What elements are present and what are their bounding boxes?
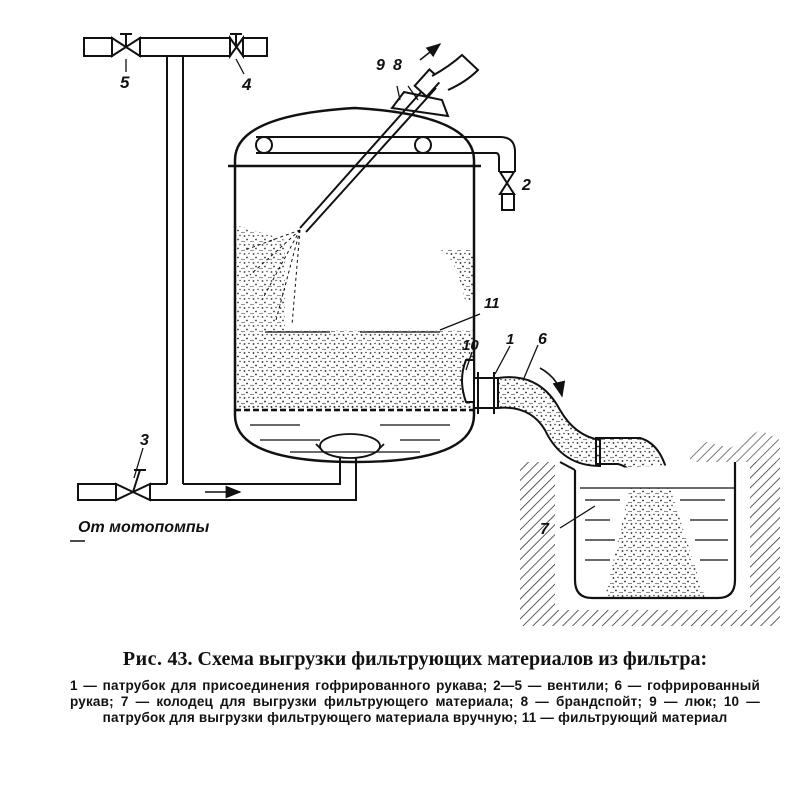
label-7: 7 <box>540 521 550 538</box>
connection-pipe-1 <box>473 372 499 414</box>
label-6: 6 <box>538 331 547 348</box>
fire-hose-nozzle-8 <box>299 43 480 233</box>
label-9: 9 <box>376 57 385 74</box>
label-10: 10 <box>462 337 479 354</box>
label-5: 5 <box>120 73 130 92</box>
figure-caption: Рис. 43. Схема выгрузки фильтрующих мате… <box>70 648 760 726</box>
label-3: 3 <box>140 432 149 449</box>
leader-lines <box>125 58 596 529</box>
caption-label: Рис. <box>122 648 163 670</box>
caption-legend: 1 — патрубок для присоединения гофрирова… <box>70 678 760 725</box>
caption-title: Схема выгрузки фильтрующих материалов из… <box>197 648 708 670</box>
water-spray <box>244 229 301 326</box>
label-4: 4 <box>241 75 252 94</box>
label-8: 8 <box>393 57 402 74</box>
label-2: 2 <box>521 177 531 194</box>
vertical-riser-pipe <box>166 56 184 484</box>
filter-media-fill <box>235 225 474 412</box>
valve-3 <box>115 469 151 502</box>
top-wash-pipe <box>255 136 516 172</box>
caption-number: 43. <box>167 648 193 670</box>
filter-unloading-diagram: 5 4 9 8 2 11 10 1 6 3 7 От мотопомпы <box>70 33 780 626</box>
valve-2 <box>498 171 516 211</box>
water-below-grid <box>250 424 450 453</box>
caption-title-line: Рис. 43. Схема выгрузки фильтрующих мате… <box>70 648 760 670</box>
manual-unloading-nozzle-10 <box>461 359 475 403</box>
source-label: От мотопомпы <box>78 519 210 536</box>
unloading-well-7 <box>520 430 780 626</box>
bottom-supply-pipe <box>77 458 357 501</box>
valve-4 <box>229 33 244 60</box>
valve-5 <box>111 33 141 58</box>
label-11: 11 <box>484 295 500 312</box>
label-1: 1 <box>506 331 514 348</box>
bottom-distributor <box>315 433 385 459</box>
